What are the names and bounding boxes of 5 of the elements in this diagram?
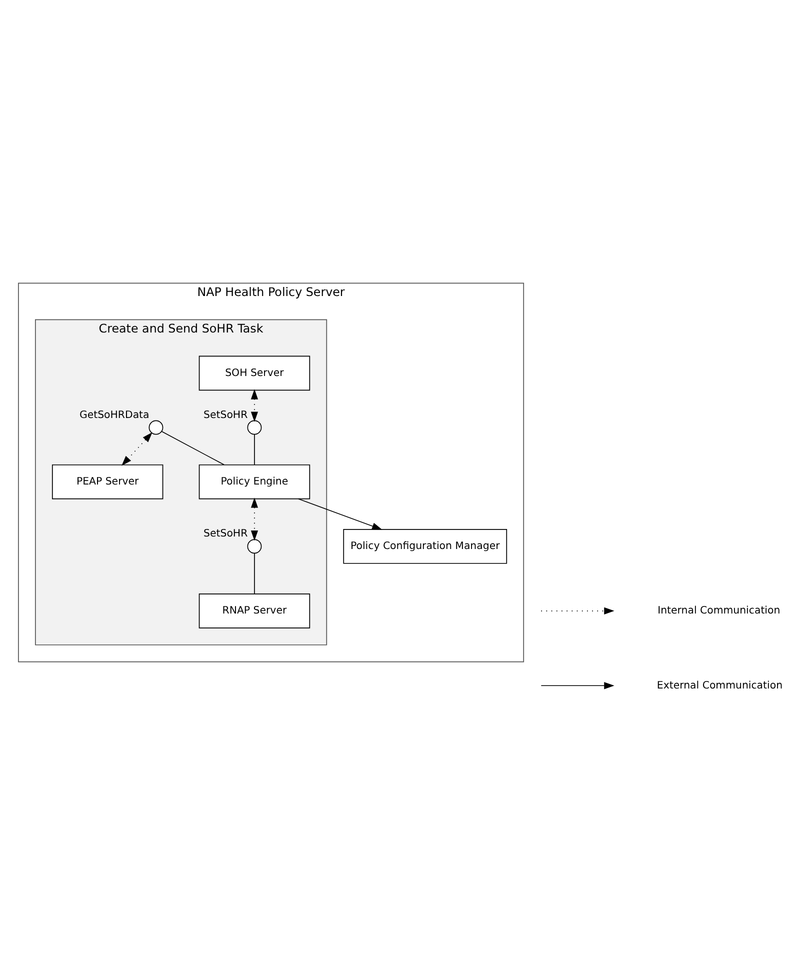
- legend-label: Internal Communication: [658, 606, 780, 617]
- node-label: SetSoHR: [204, 410, 248, 421]
- legend-label: External Communication: [656, 680, 783, 692]
- node-label: SetSoHR: [204, 528, 248, 540]
- node-label: GetSoHRData: [79, 410, 150, 421]
